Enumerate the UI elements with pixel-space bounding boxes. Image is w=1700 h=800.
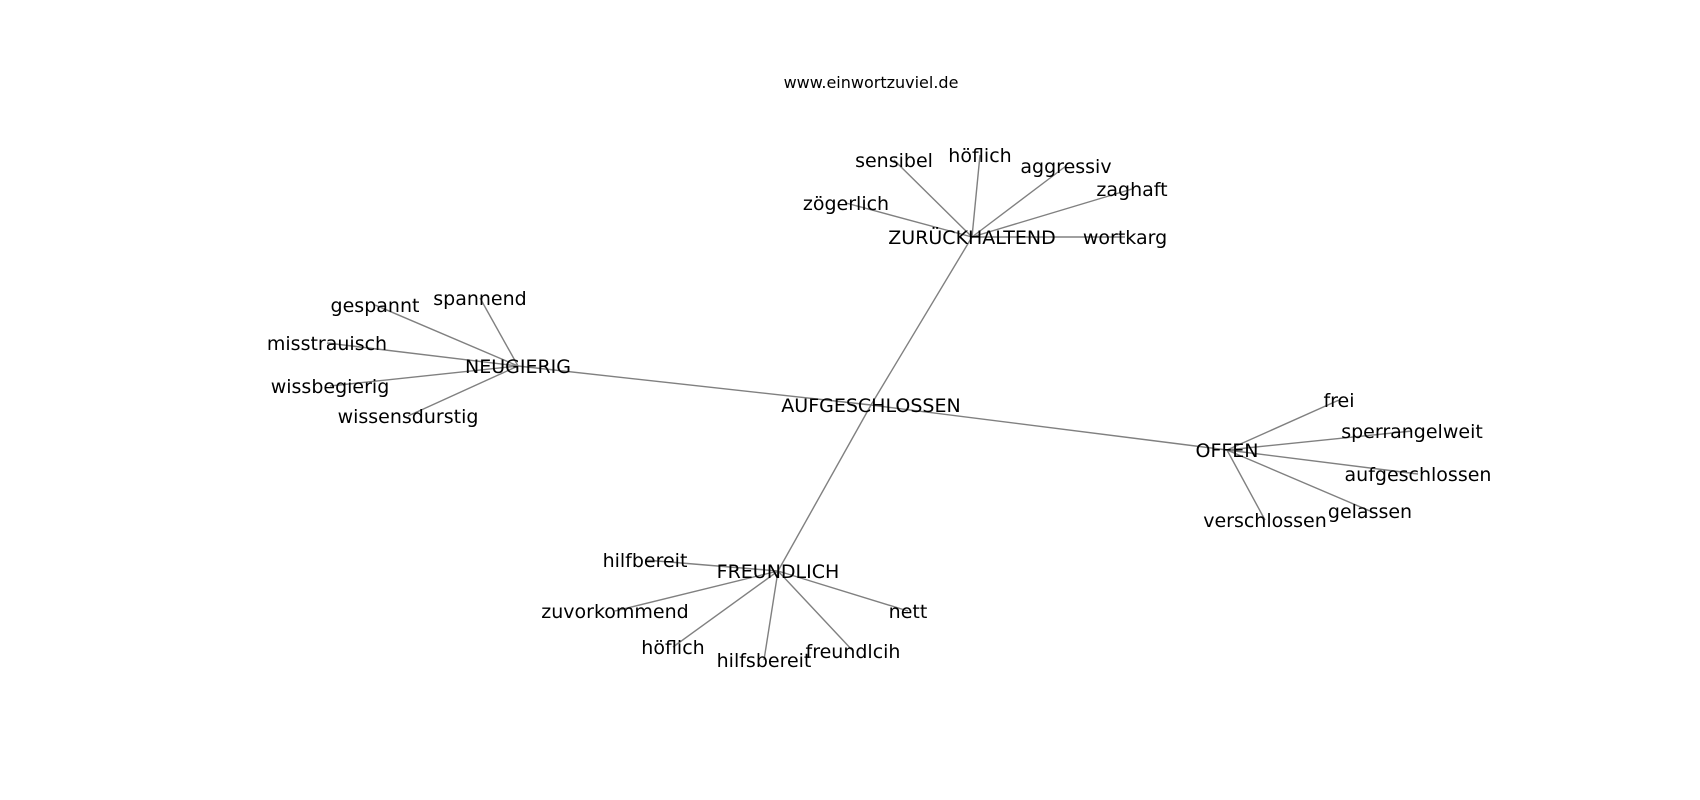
edge-zurueckhaltend-to-zoegerlich: [845, 202, 973, 238]
leaf-node-zoegerlich: zögerlich: [803, 193, 889, 215]
leaf-node-hoeflich: höflich: [948, 145, 1011, 167]
leaf-node-aggressiv: aggressiv: [1020, 156, 1111, 178]
edge-offen-to-aufgeschlossen: [1226, 449, 1419, 475]
leaf-node-wortkarg: wortkarg: [1083, 227, 1167, 249]
leaf-node-aufgeschlossen: aufgeschlossen: [1345, 464, 1492, 486]
edge-center-to-freundlich: [777, 404, 872, 572]
leaf-node-gelassen: gelassen: [1328, 501, 1412, 523]
cluster-node-offen: OFFEN: [1195, 440, 1258, 462]
leaf-node-sensibel: sensibel: [855, 150, 933, 172]
edge-center-to-zurueckhaltend: [870, 236, 973, 406]
leaf-node-spannend: spannend: [433, 288, 526, 310]
edge-freundlich-to-nett: [777, 570, 909, 612]
leaf-node-hilfsbereit: hilfsbereit: [717, 650, 812, 672]
edge-offen-to-gelassen: [1226, 449, 1371, 512]
edge-zurueckhaltend-to-hoeflich: [971, 154, 981, 238]
leaf-node-wissensdurstig: wissensdurstig: [338, 406, 479, 428]
edge-neugierig-to-spannend: [479, 297, 519, 367]
edges-layer: [326, 154, 1419, 661]
site-url-label: www.einwortzuviel.de: [784, 73, 959, 92]
edge-freundlich-to-hilfbereit: [644, 559, 779, 572]
labels-layer: www.einwortzuviel.de AUFGESCHLOSSEN ZURÜC…: [267, 73, 1492, 672]
leaf-node-misstrauisch: misstrauisch: [267, 333, 387, 355]
leaf-node-freundlcih: freundlcih: [806, 641, 901, 663]
cluster-node-freundlich: FREUNDLICH: [717, 561, 840, 583]
leaf-node-hoeflich: höflich: [641, 637, 704, 659]
edge-zurueckhaltend-to-sensibel: [893, 159, 973, 238]
edge-neugierig-to-wissensdurstig: [407, 365, 519, 417]
edge-neugierig-to-wissbegierig: [329, 365, 519, 387]
edge-neugierig-to-gespannt: [374, 304, 519, 367]
leaf-node-frei: frei: [1323, 390, 1354, 412]
leaf-node-nett: nett: [889, 601, 928, 623]
edge-freundlich-to-hoeflich: [672, 570, 779, 648]
leaf-node-zuvorkommend: zuvorkommend: [541, 601, 688, 623]
leaf-node-gespannt: gespannt: [331, 295, 420, 317]
edge-neugierig-to-misstrauisch: [326, 342, 519, 367]
edge-offen-to-verschlossen: [1226, 449, 1266, 521]
leaf-node-zaghaft: zaghaft: [1096, 179, 1167, 201]
leaf-node-verschlossen: verschlossen: [1203, 510, 1327, 532]
cluster-node-neugierig: NEUGIERIG: [465, 356, 571, 378]
leaf-node-hilfbereit: hilfbereit: [603, 550, 688, 572]
edge-freundlich-to-zuvorkommend: [614, 570, 779, 612]
center-node-label: AUFGESCHLOSSEN: [781, 395, 960, 417]
edge-offen-to-frei: [1226, 399, 1340, 451]
edge-freundlich-to-freundlcih: [777, 570, 854, 652]
edge-center-to-neugierig: [517, 365, 872, 406]
edge-zurueckhaltend-to-aggressiv: [971, 165, 1067, 238]
edge-offen-to-sperrangelweit: [1226, 430, 1413, 451]
leaf-node-wissbegierig: wissbegierig: [271, 376, 390, 398]
leaf-node-sperrangelweit: sperrangelweit: [1341, 421, 1483, 443]
edge-zurueckhaltend-to-zaghaft: [971, 188, 1133, 238]
edge-center-to-offen: [870, 404, 1228, 451]
edge-freundlich-to-hilfsbereit: [763, 570, 779, 661]
cluster-node-zurueckhaltend: ZURÜCKHALTEND: [888, 226, 1055, 249]
